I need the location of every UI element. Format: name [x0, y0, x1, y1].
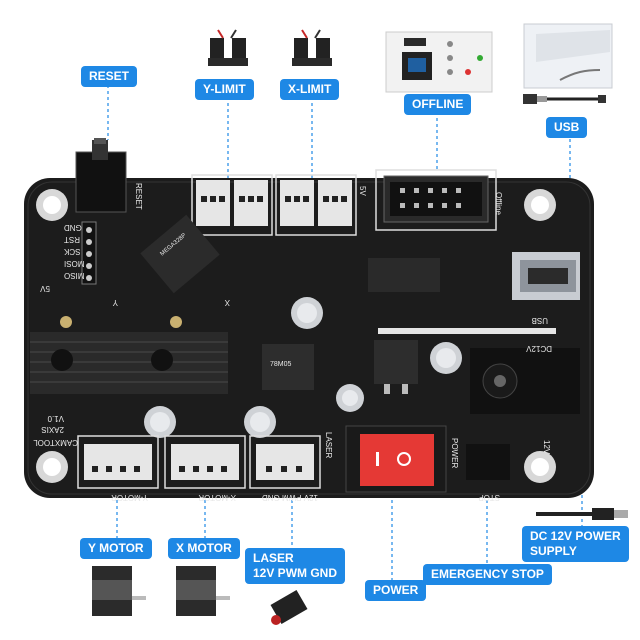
laptop-usb-image: [523, 23, 613, 89]
heatsink: [30, 332, 228, 394]
reset-button-component: [75, 138, 127, 213]
silk-y-motor: Y-MOTOR: [111, 493, 148, 502]
label-dc-line2: SUPPLY: [530, 544, 577, 558]
label-usb: USB: [546, 117, 588, 138]
silk-usb: USB: [532, 316, 548, 325]
isp-header: [81, 221, 97, 285]
silk-isp-1: RST: [64, 235, 80, 244]
silk-dc12v: DC12V: [526, 344, 552, 353]
usb-cable-icon: [523, 94, 606, 104]
silk-isp-3: MOSI: [64, 259, 84, 268]
voltage-regulator: [262, 340, 418, 394]
label-y-limit: Y-LIMIT: [195, 79, 254, 100]
offline-header-connector: [375, 169, 497, 231]
silk-5v-left: 5V: [40, 284, 50, 293]
label-y-motor: Y MOTOR: [80, 538, 152, 559]
power-switch: [345, 425, 447, 493]
driver-ic: [368, 258, 440, 292]
silk-brand: CAMXTOOL: [33, 438, 78, 447]
silk-power: POWER: [450, 438, 459, 468]
silk-12v: 12V: [542, 440, 551, 455]
label-power: POWER: [365, 580, 427, 601]
y-limit-switch-image: [208, 29, 248, 66]
x-stepper-motor-image: [176, 566, 230, 616]
dc-jack: [470, 348, 580, 414]
silk-isp-2: SCK: [63, 247, 80, 256]
silk-x-motor: X-MOTOR: [198, 493, 236, 502]
silk-offline: Offline: [494, 192, 503, 216]
silk-y: Y: [112, 298, 118, 307]
silk-5v-top: 5V: [358, 186, 367, 196]
silk-version: V1.0: [47, 414, 64, 423]
label-x-limit: X-LIMIT: [280, 79, 340, 100]
label-x-motor: X MOTOR: [168, 538, 240, 559]
label-offline: OFFLINE: [404, 94, 472, 115]
limit-connectors: [191, 174, 357, 236]
mcu-chip: [140, 214, 220, 294]
label-dc-power-supply: DC 12V POWER SUPPLY: [522, 526, 629, 562]
silk-laser: LASER: [324, 432, 333, 458]
silk-isp-4: MISO: [64, 271, 84, 280]
capacitors: [144, 297, 462, 438]
silk-reset: RESET: [134, 183, 143, 210]
dc-plug-image: [536, 508, 628, 520]
silk-axis: 2AXIS: [41, 425, 64, 434]
usb-port: [512, 252, 580, 300]
silkscreen-bar: [378, 328, 556, 334]
silk-laser-pins: 12V PWM GND: [262, 493, 318, 502]
label-dc-line1: DC 12V POWER: [530, 529, 621, 543]
mounting-holes: [36, 189, 556, 483]
silk-isp-0: GND: [64, 223, 82, 232]
label-reset: RESET: [81, 66, 138, 87]
label-emergency-stop: EMERGENCY STOP: [423, 564, 552, 585]
label-laser-line1: LASER: [253, 551, 294, 565]
motor-connectors: [77, 435, 510, 489]
silk-x: X: [224, 298, 230, 307]
laser-module-image: [270, 589, 308, 625]
label-laser-line2: 12V PWM GND: [253, 566, 338, 580]
silk-regulator: 78M05: [270, 361, 292, 368]
label-laser: LASER 12V PWM GND: [245, 548, 346, 584]
offline-controller-image: [385, 31, 493, 93]
y-stepper-motor-image: [92, 566, 146, 616]
silk-stop: STOP: [478, 493, 500, 502]
x-limit-switch-image: [292, 29, 332, 66]
driver-potentiometers: [60, 316, 182, 328]
